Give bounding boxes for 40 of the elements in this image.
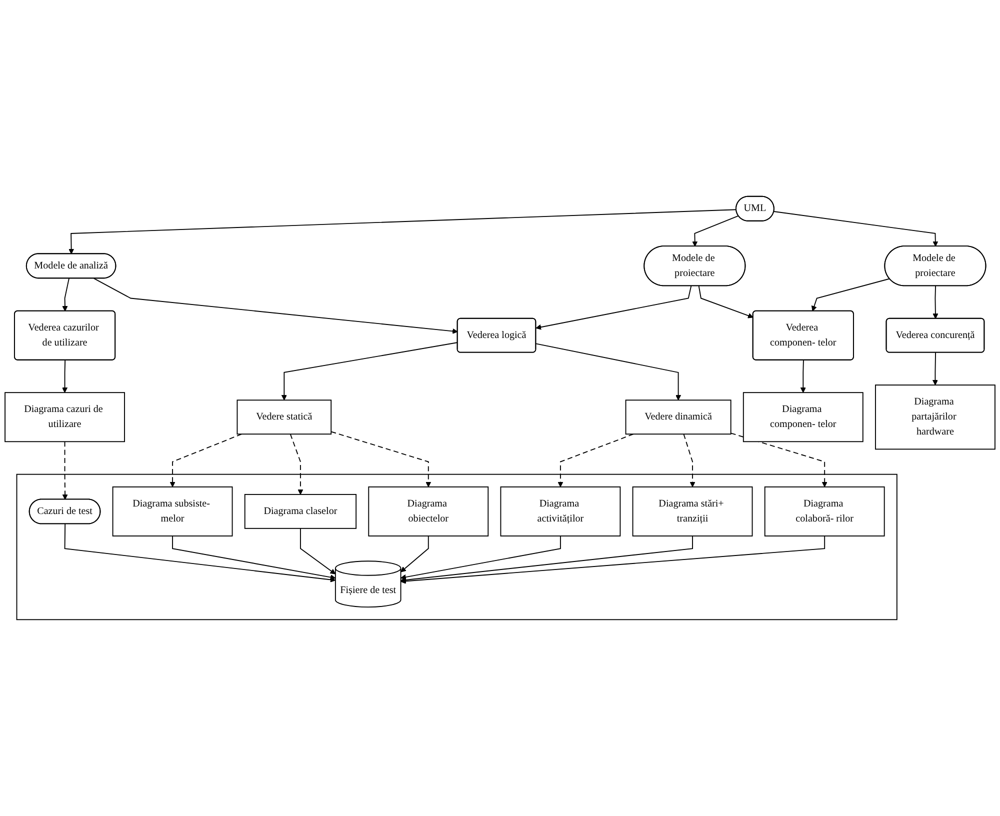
arrow — [290, 434, 304, 495]
node-box: Diagrama claselor — [244, 494, 357, 529]
node-box: Diagrama obiectelor — [368, 486, 489, 536]
arrow — [536, 286, 692, 330]
arrow — [62, 360, 68, 393]
arrow — [400, 536, 429, 572]
arrow — [400, 536, 561, 580]
arrow — [932, 286, 938, 319]
arrow — [683, 434, 696, 488]
arrow — [698, 286, 754, 318]
arrow — [330, 431, 432, 488]
arrow — [932, 352, 938, 386]
node-box: Vedere statică — [236, 400, 332, 435]
arrow — [172, 536, 336, 580]
node-box: Vedere dinamică — [625, 400, 732, 435]
arrow — [811, 278, 890, 312]
arrow — [536, 343, 682, 400]
arrow — [62, 441, 68, 500]
arrow — [68, 209, 737, 254]
arrow — [64, 524, 336, 582]
arrow — [800, 360, 806, 393]
arrow — [170, 434, 242, 488]
arrow — [62, 278, 70, 312]
arrow — [730, 432, 828, 488]
node-box: Diagrama subsiste- melor — [112, 486, 233, 536]
arrow — [558, 434, 634, 488]
arrow — [300, 528, 336, 574]
arrow — [692, 215, 739, 247]
node-box: Diagrama activităților — [500, 486, 621, 536]
node-box: Diagrama cazuri de utilizare — [4, 392, 125, 442]
arrow — [400, 536, 826, 584]
arrow — [93, 278, 458, 334]
arrow — [773, 211, 938, 247]
arrow — [281, 342, 458, 400]
node-box: Diagrama componen- telor — [742, 392, 864, 442]
arrow — [400, 536, 693, 583]
node-box: Diagrama colaboră- rilor — [764, 486, 885, 536]
node-box: Diagrama partajărilor hardware — [875, 384, 996, 450]
cluster — [16, 474, 898, 620]
node-box: Diagrama stări+ tranziții — [632, 486, 753, 536]
